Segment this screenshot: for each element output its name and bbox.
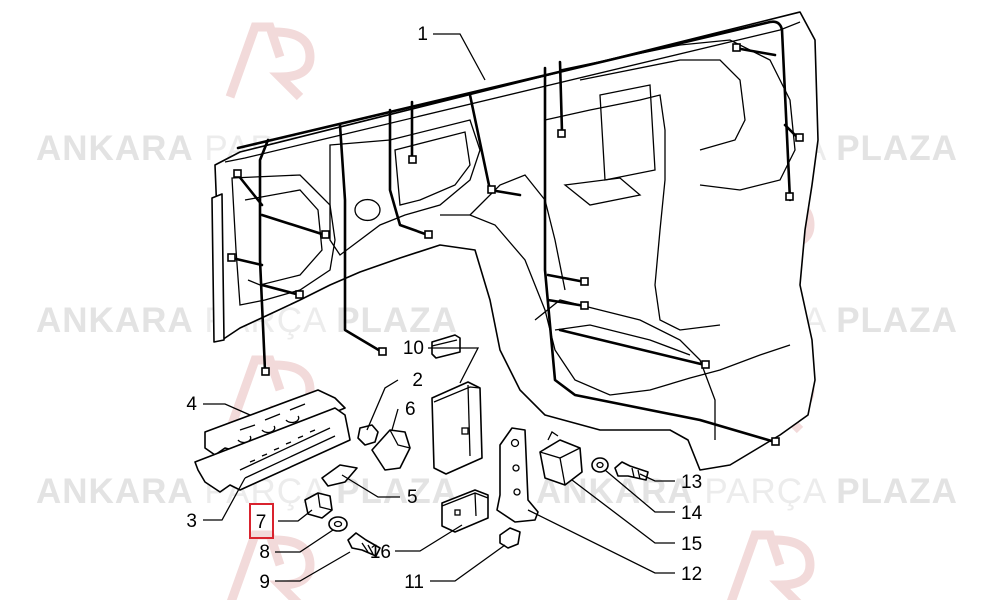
callout-label-5[interactable]: 5	[407, 487, 418, 508]
callout-label-4[interactable]: 4	[186, 394, 197, 415]
connector-plug	[580, 301, 589, 310]
connector-plug	[424, 230, 433, 239]
watermark-logo-icon	[227, 530, 315, 600]
screw-part	[614, 461, 649, 481]
leader-line-7	[278, 509, 313, 522]
leader-line-1	[433, 33, 486, 81]
switch-block-part	[431, 334, 461, 359]
leader-line-5	[341, 474, 400, 498]
watermark-logo-icon	[225, 22, 315, 101]
leader-line-15	[571, 479, 675, 544]
connector-plug	[261, 367, 270, 376]
bolt-part	[347, 532, 381, 557]
callout-label-8[interactable]: 8	[259, 542, 270, 563]
connector-plug	[771, 437, 780, 446]
callout-label-10[interactable]: 10	[403, 338, 424, 359]
mounting-bracket-part	[496, 427, 539, 523]
connector-plug	[557, 129, 566, 138]
leader-line-2	[366, 379, 399, 431]
leader-line-13	[639, 473, 675, 482]
connector-plug	[233, 169, 242, 178]
leader-line-3	[203, 477, 246, 521]
leader-line-16	[395, 524, 463, 552]
leader-line-14	[604, 469, 675, 513]
callout-label-14[interactable]: 14	[681, 503, 703, 524]
callout-label-16[interactable]: 16	[370, 542, 391, 563]
washer-part	[591, 457, 609, 473]
connector-plug	[378, 347, 387, 356]
callout-label-12[interactable]: 12	[681, 564, 702, 585]
leader-line-12	[527, 509, 675, 574]
clip-plate-part	[321, 464, 358, 487]
callout-label-1[interactable]: 1	[417, 24, 428, 45]
leader-line-11	[430, 544, 506, 582]
watermark-logo-icon	[727, 530, 815, 600]
callout-label-2[interactable]: 2	[412, 370, 423, 391]
callout-label-9[interactable]: 9	[259, 572, 270, 593]
callout-label-7[interactable]: 7	[256, 512, 267, 533]
relay-module-part	[539, 431, 583, 486]
control-module-part	[431, 381, 483, 475]
callout-label-13[interactable]: 13	[681, 472, 702, 493]
leader-line-10	[428, 347, 480, 384]
wiring-harness	[230, 20, 800, 444]
callout-label-6[interactable]: 6	[405, 399, 416, 420]
relay-part	[441, 489, 489, 533]
leader-line-8	[275, 529, 334, 553]
leader-lines	[203, 33, 675, 582]
leader-line-6	[391, 408, 399, 431]
nut-part	[304, 492, 333, 519]
callout-label-3[interactable]: 3	[186, 511, 197, 532]
connector-clip-part	[357, 424, 379, 446]
connector-plug	[321, 230, 330, 239]
callout-label-15[interactable]: 15	[681, 534, 702, 555]
connector-plug	[295, 290, 304, 299]
relay-cap-part	[371, 429, 411, 471]
connector-plug	[785, 192, 794, 201]
leader-line-9	[275, 551, 351, 582]
callout-labels: 1 2 3 4 5 6 7 8 9 10 11 12 13 14 15 16	[186, 24, 702, 593]
connector-plug	[795, 133, 804, 142]
connector-plug	[580, 277, 589, 286]
fuse-box-base-part	[194, 407, 351, 493]
washer-part	[328, 516, 348, 532]
callout-highlight-box	[249, 503, 274, 539]
leader-line-4	[203, 403, 251, 416]
connector-plug	[408, 155, 417, 164]
harness-connectors	[227, 43, 804, 446]
connector-plug	[701, 360, 710, 369]
connector-plug	[487, 185, 496, 194]
connector-plug	[227, 253, 236, 262]
watermark-row: ANKARA PARÇA PLAZA	[536, 472, 958, 511]
grommet-part	[499, 527, 521, 549]
connector-plug	[732, 43, 741, 52]
callout-label-11[interactable]: 11	[404, 572, 424, 593]
